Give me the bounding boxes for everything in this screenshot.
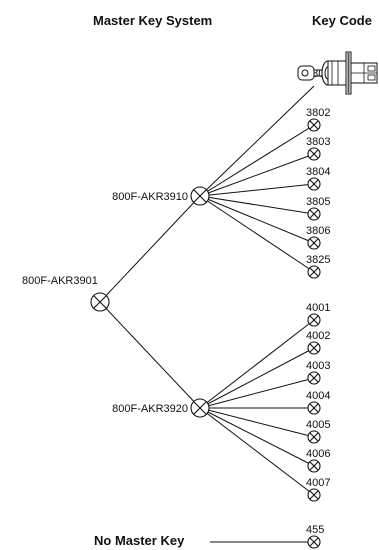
circle-x-icon <box>307 430 321 444</box>
key-code-label: 4001 <box>306 302 330 314</box>
key-code-label: 455 <box>306 524 324 536</box>
master-key-label: 800F-AKR3901 <box>22 275 98 287</box>
circle-x-icon <box>307 488 321 502</box>
key-code-label: 3802 <box>306 107 330 119</box>
key-connector <box>199 153 315 197</box>
key-connector <box>199 183 315 197</box>
circle-x-icon <box>307 371 321 385</box>
node-labels: 800F-AKR3901800F-AKR39103801380238033804… <box>22 68 330 548</box>
key-connector <box>199 195 315 273</box>
key-code-label: 3803 <box>306 136 330 148</box>
key-code-label: 4002 <box>306 330 330 342</box>
circle-x-icon <box>90 292 110 312</box>
circle-x-icon <box>307 207 321 221</box>
key-connector <box>199 347 315 409</box>
connector-lines <box>99 85 315 543</box>
circle-x-icon <box>190 398 210 418</box>
key-code-label: 4005 <box>306 419 330 431</box>
circle-x-icon <box>307 265 321 279</box>
sub-master-label: 800F-AKR3910 <box>112 191 188 203</box>
key-connector <box>199 195 315 244</box>
circle-x-icon <box>190 186 210 206</box>
key-code-label: 4006 <box>306 448 330 460</box>
circle-x-icon <box>307 236 321 250</box>
key-connector <box>199 85 315 197</box>
key-code-label: 3804 <box>306 166 330 178</box>
key-connector <box>199 407 315 496</box>
lock-nodes <box>90 118 321 549</box>
circle-x-icon <box>307 118 321 132</box>
key-code-label: 3806 <box>306 225 330 237</box>
no-master-key-label: No Master Key <box>94 533 185 548</box>
key-connector <box>199 407 315 438</box>
key-connector <box>199 377 315 409</box>
master-connector <box>99 301 201 409</box>
key-code-label: 3825 <box>306 254 330 266</box>
circle-x-icon <box>307 535 321 549</box>
circle-x-icon <box>307 147 321 161</box>
sub-master-label: 800F-AKR3920 <box>112 403 188 415</box>
key-connector <box>199 124 315 197</box>
key-code-label: 4003 <box>306 360 330 372</box>
key-code-label: 4004 <box>306 390 330 402</box>
key-lock-icon <box>297 51 378 95</box>
key-connector <box>199 195 315 215</box>
circle-x-icon <box>307 341 321 355</box>
key-connector <box>199 319 315 409</box>
circle-x-icon <box>307 177 321 191</box>
circle-x-icon <box>307 459 321 473</box>
key-connector <box>199 407 315 467</box>
header-master-key-system: Master Key System <box>93 13 212 28</box>
master-connector <box>99 195 201 303</box>
circle-x-icon <box>307 401 321 415</box>
key-code-label: 4007 <box>306 477 330 489</box>
key-code-label: 3805 <box>306 196 330 208</box>
circle-x-icon <box>307 313 321 327</box>
header-key-code: Key Code <box>312 13 372 28</box>
